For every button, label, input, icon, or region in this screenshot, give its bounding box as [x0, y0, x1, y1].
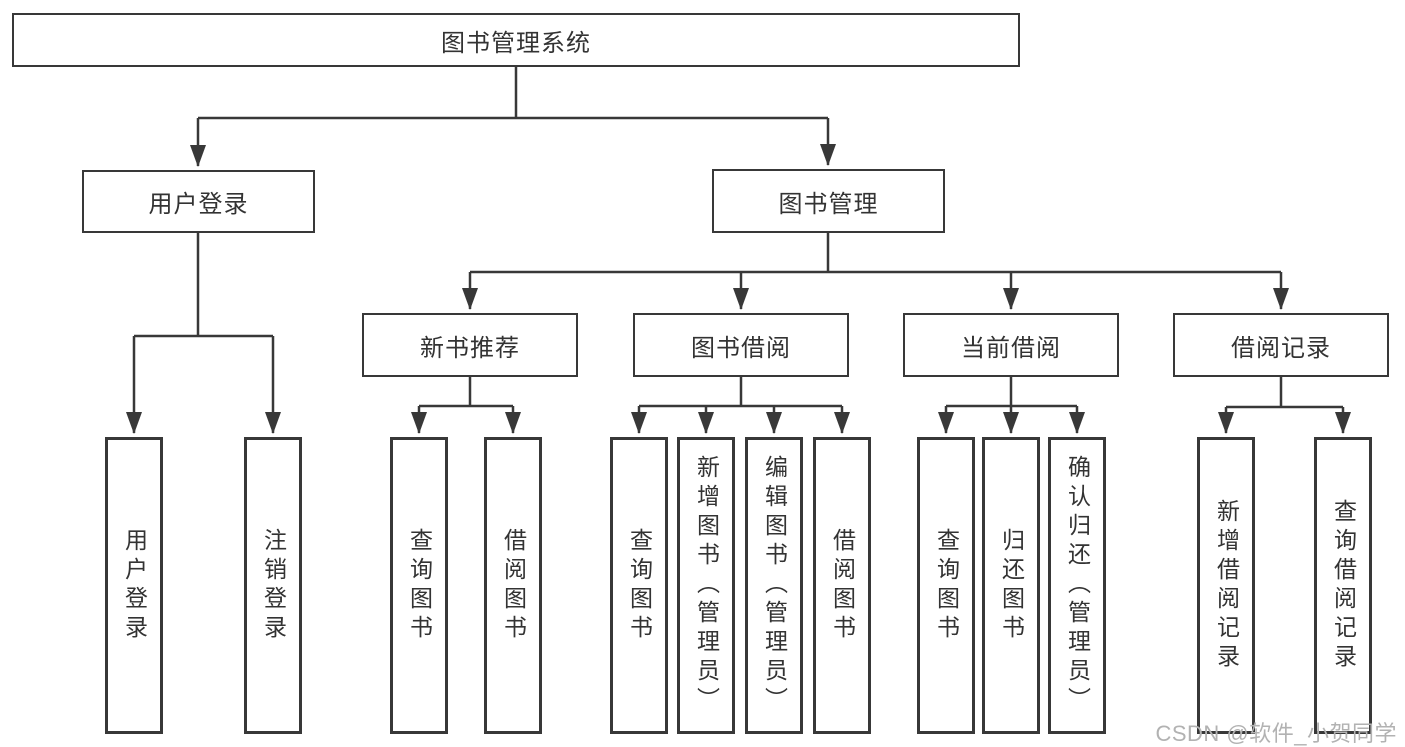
leaf-newbook-borrow-books-label: 借阅图书	[500, 527, 527, 644]
leaf-borrow-edit-books-admin: 编辑图书（管理员）	[745, 437, 803, 734]
node-current-borrowing: 当前借阅	[903, 313, 1119, 377]
connector-records-to-leaves	[1218, 377, 1351, 434]
leaf-borrow-borrow-books-label: 借阅图书	[829, 527, 856, 644]
leaf-logout: 注销登录	[244, 437, 302, 734]
leaf-borrow-add-books-admin: 新增图书（管理员）	[677, 437, 735, 734]
leaf-records-query-record-label: 查询借阅记录	[1330, 498, 1357, 673]
leaf-current-query-books-label: 查询图书	[933, 527, 960, 644]
connector-root-to-level2	[190, 67, 836, 167]
connector-management-to-level3	[462, 233, 1289, 310]
node-user-login: 用户登录	[82, 170, 315, 233]
leaf-borrow-edit-books-admin-label: 编辑图书（管理员）	[761, 455, 788, 716]
leaf-records-add-record: 新增借阅记录	[1197, 437, 1255, 734]
leaf-user-login: 用户登录	[105, 437, 163, 734]
connector-login-to-leaves	[126, 232, 281, 434]
leaf-current-confirm-return-admin-label: 确认归还（管理员）	[1064, 455, 1091, 716]
leaf-user-login-label: 用户登录	[121, 527, 148, 644]
leaf-borrow-query-books: 查询图书	[610, 437, 668, 734]
leaf-newbook-borrow-books: 借阅图书	[484, 437, 542, 734]
leaf-borrow-borrow-books: 借阅图书	[813, 437, 871, 734]
leaf-logout-label: 注销登录	[260, 527, 287, 644]
node-root: 图书管理系统	[12, 13, 1020, 67]
watermark: CSDN @软件_小贺同学	[1155, 721, 1397, 746]
node-borrowing-records: 借阅记录	[1173, 313, 1389, 377]
connector-newbook-to-leaves	[411, 377, 521, 434]
leaf-records-query-record: 查询借阅记录	[1314, 437, 1372, 734]
leaf-current-query-books: 查询图书	[917, 437, 975, 734]
leaf-current-return-books: 归还图书	[982, 437, 1040, 734]
connector-borrow-to-leaves	[631, 377, 850, 434]
node-new-book-recommendation: 新书推荐	[362, 313, 578, 377]
leaf-borrow-query-books-label: 查询图书	[626, 527, 653, 644]
leaf-borrow-add-books-admin-label: 新增图书（管理员）	[693, 455, 720, 716]
connector-current-to-leaves	[938, 377, 1085, 434]
leaf-records-add-record-label: 新增借阅记录	[1213, 498, 1240, 673]
leaf-current-confirm-return-admin: 确认归还（管理员）	[1048, 437, 1106, 734]
leaf-newbook-query-books-label: 查询图书	[406, 527, 433, 644]
leaf-current-return-books-label: 归还图书	[998, 527, 1025, 644]
node-book-management: 图书管理	[712, 169, 945, 233]
node-book-borrowing: 图书借阅	[633, 313, 849, 377]
leaf-newbook-query-books: 查询图书	[390, 437, 448, 734]
